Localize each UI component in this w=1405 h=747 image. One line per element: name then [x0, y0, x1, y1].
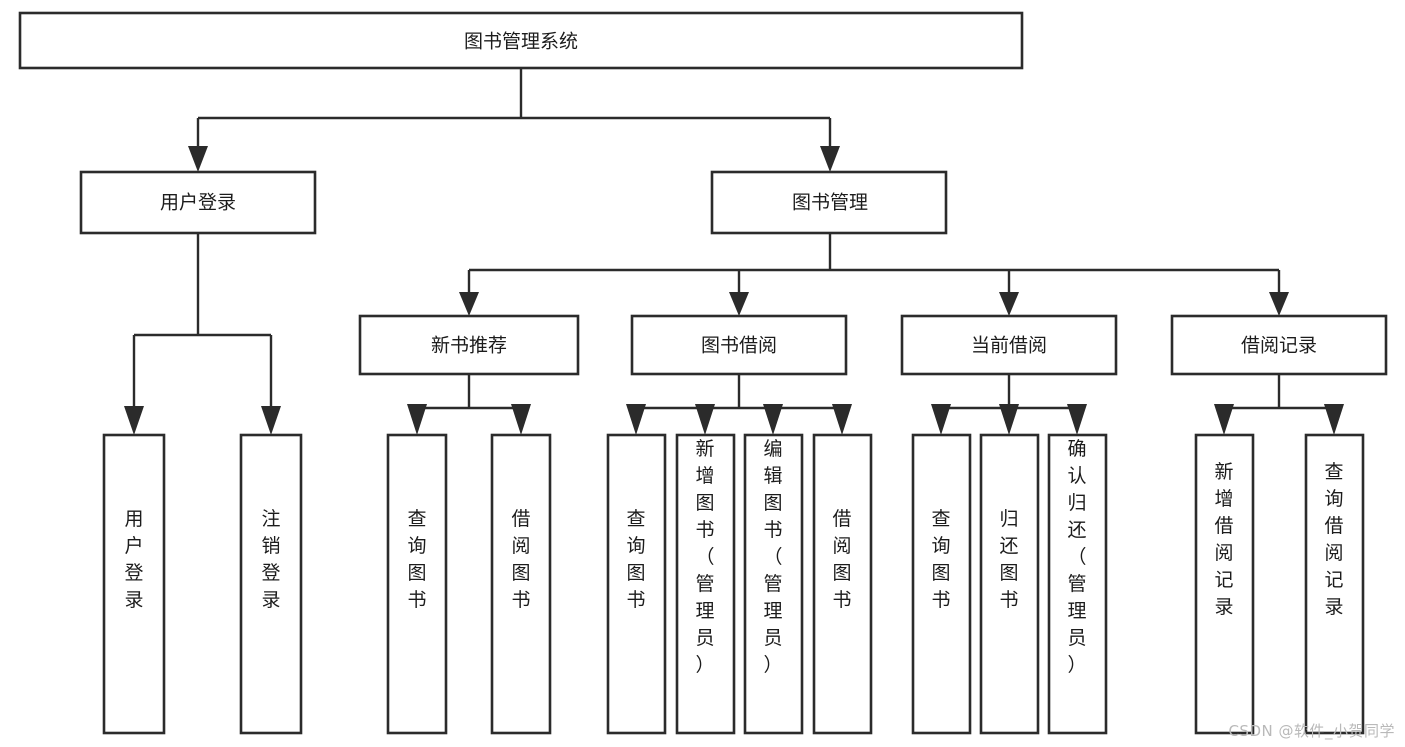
node-leaf-borrow-book-2-box[interactable]	[812, 433, 873, 735]
node-leaf-user-logout-label: 注销登录	[261, 508, 280, 611]
node-current-borrow[interactable]: 当前借阅	[900, 314, 1118, 376]
node-leaf-add-book-label: 新增图书（管理员）	[695, 438, 714, 676]
node-leaf-edit-book-box[interactable]	[743, 433, 804, 735]
node-leaf-user-login-box[interactable]	[102, 433, 166, 735]
node-leaf-edit-book-label: 编辑图书（管理员）	[763, 438, 782, 676]
node-leaf-query-book-3[interactable]: 查询图书	[911, 433, 972, 735]
node-leaf-return-book-label: 归还图书	[999, 508, 1018, 611]
node-leaf-query-book-2[interactable]: 查询图书	[606, 433, 667, 735]
arrow-down-icon-user-login	[188, 146, 208, 172]
node-leaf-return-book[interactable]: 归还图书	[979, 433, 1040, 735]
node-leaf-borrow-book-1[interactable]: 借阅图书	[490, 433, 552, 735]
node-borrow-record-label: 借阅记录	[1241, 335, 1317, 357]
node-leaf-query-book-2-box[interactable]	[606, 433, 667, 735]
arrow-down-icon-leaf-query-book-1	[407, 404, 427, 435]
node-leaf-query-record-box[interactable]	[1304, 433, 1365, 735]
node-leaf-add-record-label: 新增借阅记录	[1214, 461, 1233, 618]
node-leaf-query-book-3-label: 查询图书	[931, 508, 950, 611]
node-book-borrow[interactable]: 图书借阅	[630, 314, 848, 376]
node-leaf-borrow-book-1-label: 借阅图书	[511, 508, 530, 611]
node-leaf-user-login[interactable]: 用户登录	[102, 433, 166, 735]
node-root-label: 图书管理系统	[464, 31, 578, 53]
node-leaf-query-book-2-label: 查询图书	[626, 508, 645, 611]
node-leaf-edit-book[interactable]: 编辑图书（管理员）	[743, 433, 804, 735]
node-leaf-add-record[interactable]: 新增借阅记录	[1194, 433, 1255, 735]
node-leaf-user-login-label: 用户登录	[124, 508, 143, 611]
node-root[interactable]: 图书管理系统	[18, 11, 1024, 70]
node-leaf-add-record-box[interactable]	[1194, 433, 1255, 735]
node-current-borrow-label: 当前借阅	[971, 335, 1047, 357]
node-book-management-box[interactable]	[710, 170, 948, 235]
node-book-management[interactable]: 图书管理	[710, 170, 948, 235]
arrow-down-icon-leaf-add-record	[1214, 404, 1234, 435]
arrow-down-icon-leaf-query-book-2	[626, 404, 646, 435]
node-leaf-add-book-box[interactable]	[675, 433, 736, 735]
arrow-down-icon-leaf-add-book	[695, 404, 715, 435]
node-user-login-box[interactable]	[79, 170, 317, 235]
node-leaf-query-book-1[interactable]: 查询图书	[386, 433, 448, 735]
arrow-down-icon-leaf-query-book-3	[931, 404, 951, 435]
node-root-box[interactable]	[18, 11, 1024, 70]
node-borrow-record-box[interactable]	[1170, 314, 1388, 376]
node-borrow-record[interactable]: 借阅记录	[1170, 314, 1388, 376]
arrow-down-icon-leaf-borrow-book-2	[832, 404, 852, 435]
node-book-borrow-label: 图书借阅	[701, 335, 777, 357]
node-user-login-label: 用户登录	[160, 192, 236, 214]
node-leaf-return-book-box[interactable]	[979, 433, 1040, 735]
arrow-down-icon-borrow-record	[1269, 292, 1289, 316]
node-book-management-label: 图书管理	[792, 192, 868, 214]
node-leaf-query-book-1-box[interactable]	[386, 433, 448, 735]
node-current-borrow-box[interactable]	[900, 314, 1118, 376]
node-leaf-borrow-book-2[interactable]: 借阅图书	[812, 433, 873, 735]
arrow-down-icon-leaf-edit-book	[763, 404, 783, 435]
arrow-down-icon-leaf-return-book	[999, 404, 1019, 435]
node-leaf-confirm-return-box[interactable]	[1047, 433, 1108, 735]
node-leaf-query-book-1-label: 查询图书	[407, 508, 426, 611]
arrow-down-icon-current-borrow	[999, 292, 1019, 316]
arrowhead-layer	[124, 146, 1344, 435]
node-leaf-borrow-book-1-box[interactable]	[490, 433, 552, 735]
arrow-down-icon-leaf-borrow-book-1	[511, 404, 531, 435]
node-user-login[interactable]: 用户登录	[79, 170, 317, 235]
node-leaf-confirm-return[interactable]: 确认归还（管理员）	[1047, 433, 1108, 735]
node-leaf-query-record-label: 查询借阅记录	[1324, 461, 1343, 618]
node-leaf-query-record[interactable]: 查询借阅记录	[1304, 433, 1365, 735]
arrow-down-icon-leaf-user-logout	[261, 406, 281, 435]
node-leaf-user-logout[interactable]: 注销登录	[239, 433, 303, 735]
arrow-down-icon-leaf-query-record	[1324, 404, 1344, 435]
node-new-book-recommend-box[interactable]	[358, 314, 580, 376]
arrow-down-icon-leaf-confirm-return	[1067, 404, 1087, 435]
node-leaf-user-logout-box[interactable]	[239, 433, 303, 735]
arrow-down-icon-book-borrow	[729, 292, 749, 316]
arrow-down-icon-leaf-user-login	[124, 406, 144, 435]
arrow-down-icon-book-management	[820, 146, 840, 172]
node-leaf-borrow-book-2-label: 借阅图书	[832, 508, 851, 611]
node-new-book-recommend-label: 新书推荐	[431, 335, 507, 357]
node-leaf-add-book[interactable]: 新增图书（管理员）	[675, 433, 736, 735]
node-leaf-query-book-3-box[interactable]	[911, 433, 972, 735]
node-leaf-confirm-return-label: 确认归还（管理员）	[1067, 438, 1086, 676]
arrow-down-icon-new-book-recommend	[459, 292, 479, 316]
node-book-borrow-box[interactable]	[630, 314, 848, 376]
csdn-watermark: CSDN @软件_小贺同学	[1228, 722, 1395, 740]
node-new-book-recommend[interactable]: 新书推荐	[358, 314, 580, 376]
